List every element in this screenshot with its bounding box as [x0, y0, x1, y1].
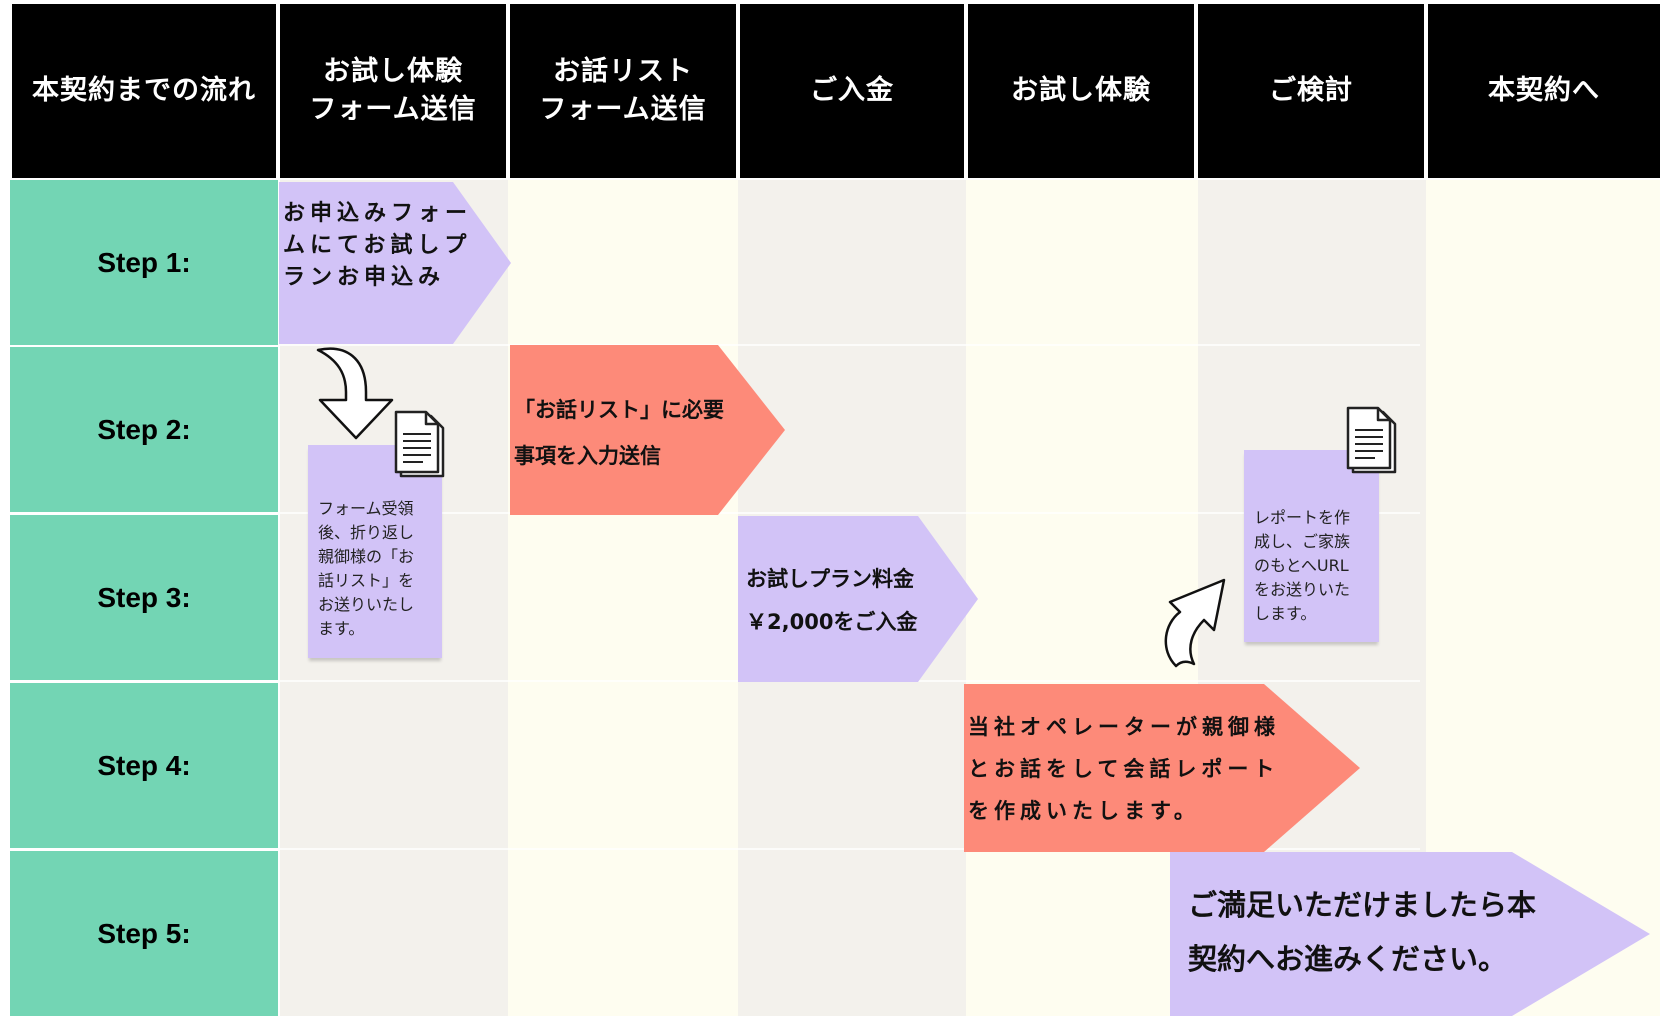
step2-text: 「お話リスト」に必要 事項を入力送信	[514, 398, 724, 468]
header-cell-trial-form: お試し体験 フォーム送信	[280, 4, 506, 178]
header-label: ご検討	[1269, 75, 1353, 106]
header-cell-list-form: お話リスト フォーム送信	[510, 4, 736, 178]
row-divider	[280, 848, 1420, 850]
header-cell-review: ご検討	[1198, 4, 1424, 178]
step1-text: お申込みフォー ムにてお試しプ ランお申込み	[283, 201, 473, 290]
step2-arrow: 「お話リスト」に必要 事項を入力送信	[510, 345, 785, 515]
step4-arrow: 当社オペレーターが親御様 とお話をして会話レポート を作成いたします。	[964, 684, 1360, 852]
header-cell-payment: ご入金	[740, 4, 964, 178]
step1-arrow: お申込みフォー ムにてお試しプ ランお申込み	[279, 182, 511, 344]
header-cell-contract: 本契約へ	[1428, 4, 1660, 178]
header-cell-trial: お試し体験	[968, 4, 1194, 178]
report-note-text: レポートを作 成し、ご家族 のもとへURL をお送りいた します。	[1254, 508, 1351, 623]
document-icon	[1346, 406, 1397, 474]
step5-arrow: ご満足いただけましたら本 契約へお進みください。	[1170, 852, 1650, 1016]
step3-text: お試しプラン料金 ￥2,000をご入金	[746, 567, 918, 634]
form-note: フォーム受領 後、折り返し 親御様の「お 話リスト」を お送りいたし ます。	[308, 445, 442, 658]
header-label: 本契約までの流れ	[32, 75, 256, 106]
header-cell-flow: 本契約までの流れ	[12, 4, 276, 178]
step-label-4: Step 4:	[10, 683, 278, 848]
form-note-text: フォーム受領 後、折り返し 親御様の「お 話リスト」を お送りいたし ます。	[318, 499, 415, 638]
header-label: お試し体験 フォーム送信	[309, 56, 477, 125]
step-label-1: Step 1:	[10, 180, 278, 345]
step5-text: ご満足いただけましたら本 契約へお進みください。	[1188, 888, 1537, 976]
column-bg-trial	[966, 180, 1198, 1016]
step-label-2: Step 2:	[10, 347, 278, 512]
row-divider	[280, 512, 1420, 514]
document-icon	[394, 410, 445, 478]
step3-arrow: お試しプラン料金 ￥2,000をご入金	[738, 516, 978, 682]
header-label: お話リスト フォーム送信	[539, 56, 707, 125]
row-divider	[280, 344, 1420, 346]
step-label-3: Step 3:	[10, 515, 278, 680]
step4-text: 当社オペレーターが親御様 とお話をして会話レポート を作成いたします。	[968, 715, 1280, 823]
report-note: レポートを作 成し、ご家族 のもとへURL をお送りいた します。	[1244, 450, 1379, 642]
header-label: ご入金	[810, 75, 894, 106]
header-label: お試し体験	[1011, 75, 1151, 106]
step-label-5: Step 5:	[10, 851, 278, 1016]
header-label: 本契約へ	[1488, 75, 1600, 106]
arrow-down-curved-icon	[316, 347, 394, 440]
column-bg-list	[508, 180, 738, 1016]
arrow-up-curved-icon	[1164, 578, 1226, 668]
